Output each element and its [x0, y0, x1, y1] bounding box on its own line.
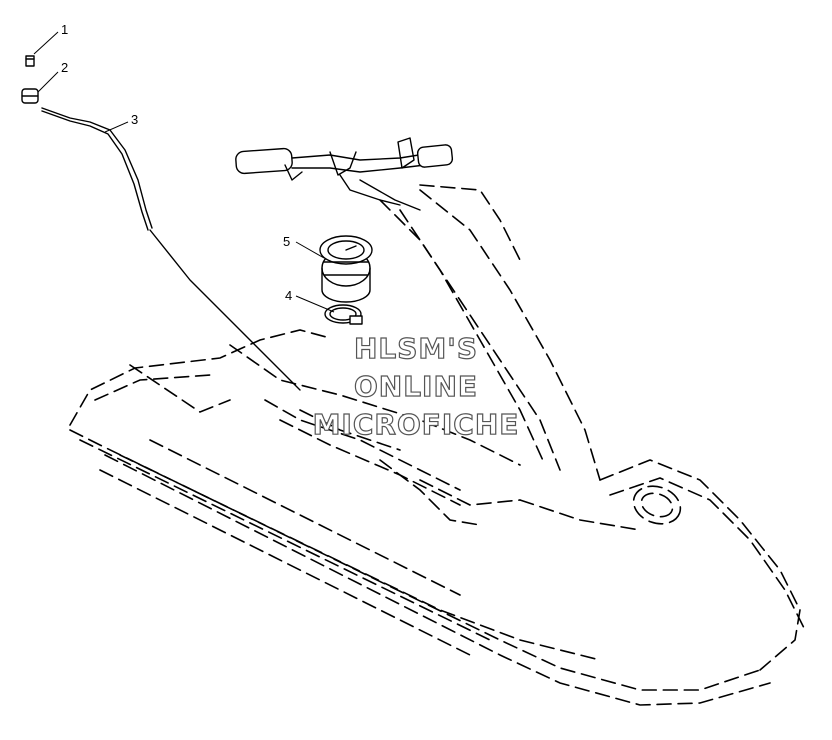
part-nut — [21, 88, 39, 104]
part-clamp — [324, 304, 363, 325]
watermark-line-1: HLSM'S — [354, 332, 478, 365]
hull-outline — [69, 184, 806, 706]
callout-1: 1 — [61, 22, 68, 37]
callout-2: 2 — [61, 60, 68, 75]
callout-5: 5 — [283, 234, 290, 249]
callout-3: 3 — [131, 112, 138, 127]
callout-leaders — [33, 31, 335, 313]
part-cable — [41, 107, 301, 391]
part-gauge — [319, 235, 373, 303]
watermark: HLSM'S ONLINE MICROFICHE — [312, 331, 520, 441]
callout-4: 4 — [285, 288, 292, 303]
part-cap — [25, 55, 35, 67]
watermark-line-3: MICROFICHE — [313, 408, 520, 441]
handlebar — [235, 137, 454, 211]
watermark-line-2: ONLINE — [354, 370, 478, 403]
